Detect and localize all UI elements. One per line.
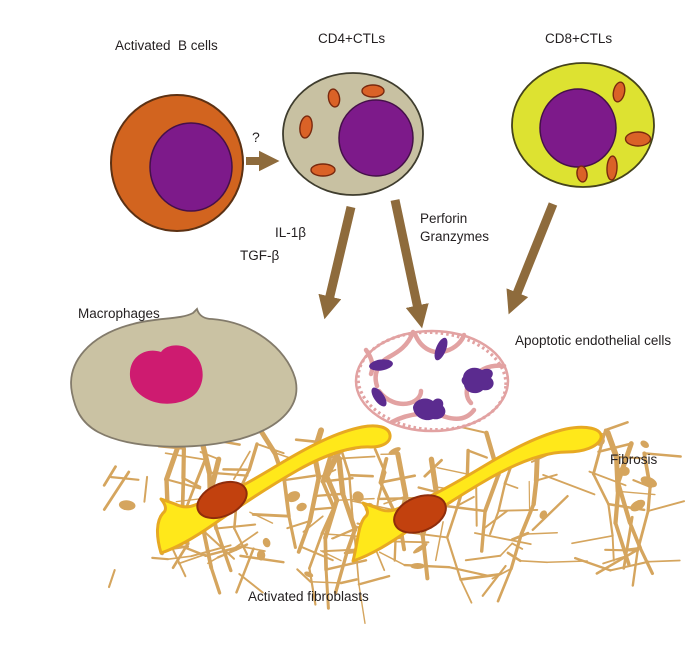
cd8-granule [576, 165, 588, 183]
apoptotic-endothelial-cell [354, 329, 510, 433]
fibroblast-nucleus [196, 480, 248, 520]
apoptotic-body-fragment [371, 387, 387, 407]
apoptotic-body-fragment [461, 367, 494, 394]
cd8-granule [624, 131, 652, 147]
cd8-granule [606, 155, 618, 181]
fibroblast-body [351, 425, 603, 563]
cd4-granule [299, 115, 313, 139]
fibroblasts-label: Activated fibroblasts [248, 589, 369, 604]
activated-b-cell [110, 94, 244, 232]
fibrosis-label: Fibrosis [610, 452, 658, 467]
fibroblast-nucleus [393, 494, 447, 534]
activated-fibroblast-right [351, 425, 603, 563]
membrane-fold [373, 329, 416, 389]
tgfb-label: TGF-β [240, 248, 279, 263]
cd8-to-endothelial-arrow [506, 202, 558, 315]
cd4-granule [310, 163, 336, 177]
macrophage-nucleus [129, 345, 203, 404]
cd4-ctl-cell [282, 72, 424, 196]
macrophages-label: Macrophages [78, 306, 160, 321]
membrane-fold [376, 388, 424, 407]
apoptotic-body-fragment [434, 337, 448, 361]
membrane-fold [363, 347, 375, 377]
cd4-granule [361, 84, 385, 98]
il1b-label: IL-1β [275, 225, 306, 240]
cd4-to-endothelial-arrow [390, 199, 429, 329]
cd4-to-macrophage-arrow [318, 205, 356, 320]
cd8-ctl-cell [511, 62, 655, 188]
apoptotic-body-fragment [413, 398, 446, 421]
membrane-fold [412, 331, 467, 355]
apoptotic-membrane-sketch [356, 330, 508, 432]
macrophage-cell [70, 307, 298, 448]
cd8-label: CD8+CTLs [545, 31, 612, 46]
b-cell-nucleus [149, 122, 233, 212]
perforin-label: Perforin [420, 211, 467, 226]
membrane-fold [389, 407, 477, 425]
cd4-label: CD4+CTLs [318, 31, 385, 46]
cd4-nucleus [338, 99, 414, 177]
apoptotic-label: Apoptotic endothelial cells [515, 333, 671, 348]
cd8-granule [612, 81, 626, 103]
cd8-nucleus [539, 88, 617, 168]
granzymes-label: Granzymes [420, 229, 489, 244]
apoptotic-body-fragment [369, 359, 393, 371]
cd4-granule [327, 88, 341, 108]
activated-fibroblast-left [156, 424, 392, 555]
fibroblast-body [156, 424, 392, 555]
question-mark-label: ? [252, 129, 260, 145]
b-cells-label: Activated B cells [115, 38, 218, 53]
